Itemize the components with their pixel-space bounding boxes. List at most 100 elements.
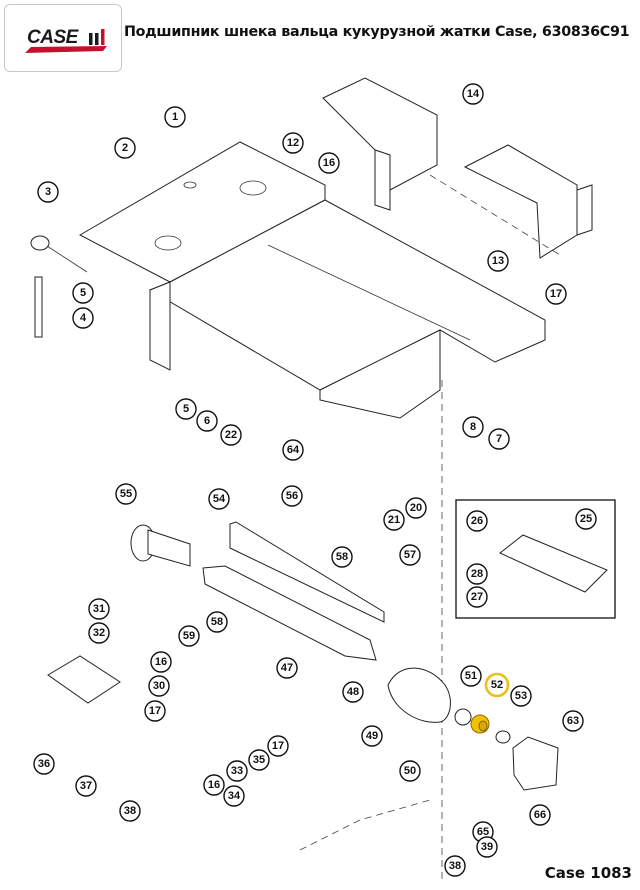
callout-26[interactable]: 26 — [466, 510, 488, 532]
callout-63[interactable]: 63 — [562, 710, 584, 732]
callout-2[interactable]: 2 — [114, 137, 136, 159]
callout-label: 5 — [183, 403, 189, 415]
callout-label: 53 — [515, 690, 527, 702]
callout-59[interactable]: 59 — [178, 625, 200, 647]
callout-20[interactable]: 20 — [405, 497, 427, 519]
callout-39[interactable]: 39 — [476, 836, 498, 858]
callout-38[interactable]: 38 — [119, 800, 141, 822]
callout-circle — [148, 675, 170, 697]
callout-circle — [545, 283, 567, 305]
dashed-guide — [299, 799, 431, 851]
callout-17[interactable]: 17 — [144, 700, 166, 722]
callout-label: 20 — [410, 502, 422, 514]
callout-31[interactable]: 31 — [88, 598, 110, 620]
callout-6[interactable]: 6 — [196, 410, 218, 432]
bracket-63-part — [512, 736, 559, 791]
callout-14[interactable]: 14 — [462, 83, 484, 105]
callout-34[interactable]: 34 — [223, 785, 245, 807]
callout-51[interactable]: 51 — [460, 665, 482, 687]
callout-7[interactable]: 7 — [488, 428, 510, 450]
callout-64[interactable]: 64 — [282, 439, 304, 461]
callout-label: 38 — [124, 805, 136, 817]
callout-16[interactable]: 16 — [150, 651, 172, 673]
callout-21[interactable]: 21 — [383, 509, 405, 531]
callout-5[interactable]: 5 — [72, 282, 94, 304]
callout-circle — [206, 611, 228, 633]
callout-circle — [114, 137, 136, 159]
callout-circle — [223, 785, 245, 807]
callout-4[interactable]: 4 — [72, 307, 94, 329]
callout-58[interactable]: 58 — [331, 546, 353, 568]
callout-label: 38 — [449, 860, 461, 872]
callout-circle — [281, 485, 303, 507]
callout-circle — [282, 132, 304, 154]
callout-label: 55 — [120, 488, 132, 500]
callout-66[interactable]: 66 — [529, 804, 551, 826]
callout-35[interactable]: 35 — [248, 749, 270, 771]
callout-label: 14 — [467, 88, 480, 100]
main-beam-part — [148, 199, 546, 419]
callout-label: 52 — [491, 679, 503, 691]
dashed-guide — [429, 174, 561, 256]
callout-17[interactable]: 17 — [545, 283, 567, 305]
callout-label: 48 — [347, 686, 359, 698]
callout-label: 8 — [470, 421, 476, 433]
callout-label: 50 — [404, 765, 416, 777]
callout-12[interactable]: 12 — [282, 132, 304, 154]
callout-circle — [562, 710, 584, 732]
callout-50[interactable]: 50 — [399, 760, 421, 782]
callout-label: 13 — [492, 255, 504, 267]
callout-13[interactable]: 13 — [487, 250, 509, 272]
callout-circle — [282, 439, 304, 461]
callout-48[interactable]: 48 — [342, 681, 364, 703]
callout-5[interactable]: 5 — [175, 398, 197, 420]
callout-label: 26 — [471, 515, 483, 527]
callout-28[interactable]: 28 — [466, 563, 488, 585]
callout-27[interactable]: 27 — [466, 586, 488, 608]
callout-label: 37 — [80, 780, 92, 792]
callout-label: 57 — [404, 549, 416, 561]
callout-58[interactable]: 58 — [206, 611, 228, 633]
callout-circle — [487, 250, 509, 272]
page-title: Подшипник шнека вальца кукурузной жатки … — [124, 24, 630, 40]
bearing-52-part — [470, 714, 490, 734]
callout-16[interactable]: 16 — [318, 152, 340, 174]
logo-wordmark: CASE — [27, 27, 78, 48]
callout-1[interactable]: 1 — [164, 106, 186, 128]
callout-label: 17 — [149, 705, 161, 717]
callout-38[interactable]: 38 — [444, 855, 466, 877]
callout-25[interactable]: 25 — [575, 508, 597, 530]
callout-16[interactable]: 16 — [203, 774, 225, 796]
callout-37[interactable]: 37 — [75, 775, 97, 797]
callout-3[interactable]: 3 — [37, 181, 59, 203]
callout-label: 64 — [287, 444, 300, 456]
callout-52[interactable]: 52 — [484, 672, 510, 698]
callout-32[interactable]: 32 — [88, 622, 110, 644]
callout-label: 6 — [204, 415, 210, 427]
plate-30-part — [47, 655, 121, 704]
callout-17[interactable]: 17 — [267, 735, 289, 757]
callout-circle — [405, 497, 427, 519]
callout-30[interactable]: 30 — [148, 675, 170, 697]
callout-circle — [248, 749, 270, 771]
callout-label: 58 — [336, 551, 348, 563]
callout-label: 54 — [213, 493, 226, 505]
callout-label: 66 — [534, 809, 546, 821]
callout-circle — [226, 760, 248, 782]
callout-label: 7 — [496, 433, 502, 445]
callout-57[interactable]: 57 — [399, 544, 421, 566]
callout-label: 56 — [286, 490, 298, 502]
callout-36[interactable]: 36 — [33, 753, 55, 775]
callout-49[interactable]: 49 — [361, 725, 383, 747]
callout-55[interactable]: 55 — [115, 483, 137, 505]
callout-47[interactable]: 47 — [276, 657, 298, 679]
callout-8[interactable]: 8 — [462, 416, 484, 438]
callout-53[interactable]: 53 — [510, 685, 532, 707]
callout-56[interactable]: 56 — [281, 485, 303, 507]
callout-circle — [75, 775, 97, 797]
callout-label: 30 — [153, 680, 165, 692]
callout-54[interactable]: 54 — [208, 488, 230, 510]
callout-33[interactable]: 33 — [226, 760, 248, 782]
callout-22[interactable]: 22 — [220, 424, 242, 446]
